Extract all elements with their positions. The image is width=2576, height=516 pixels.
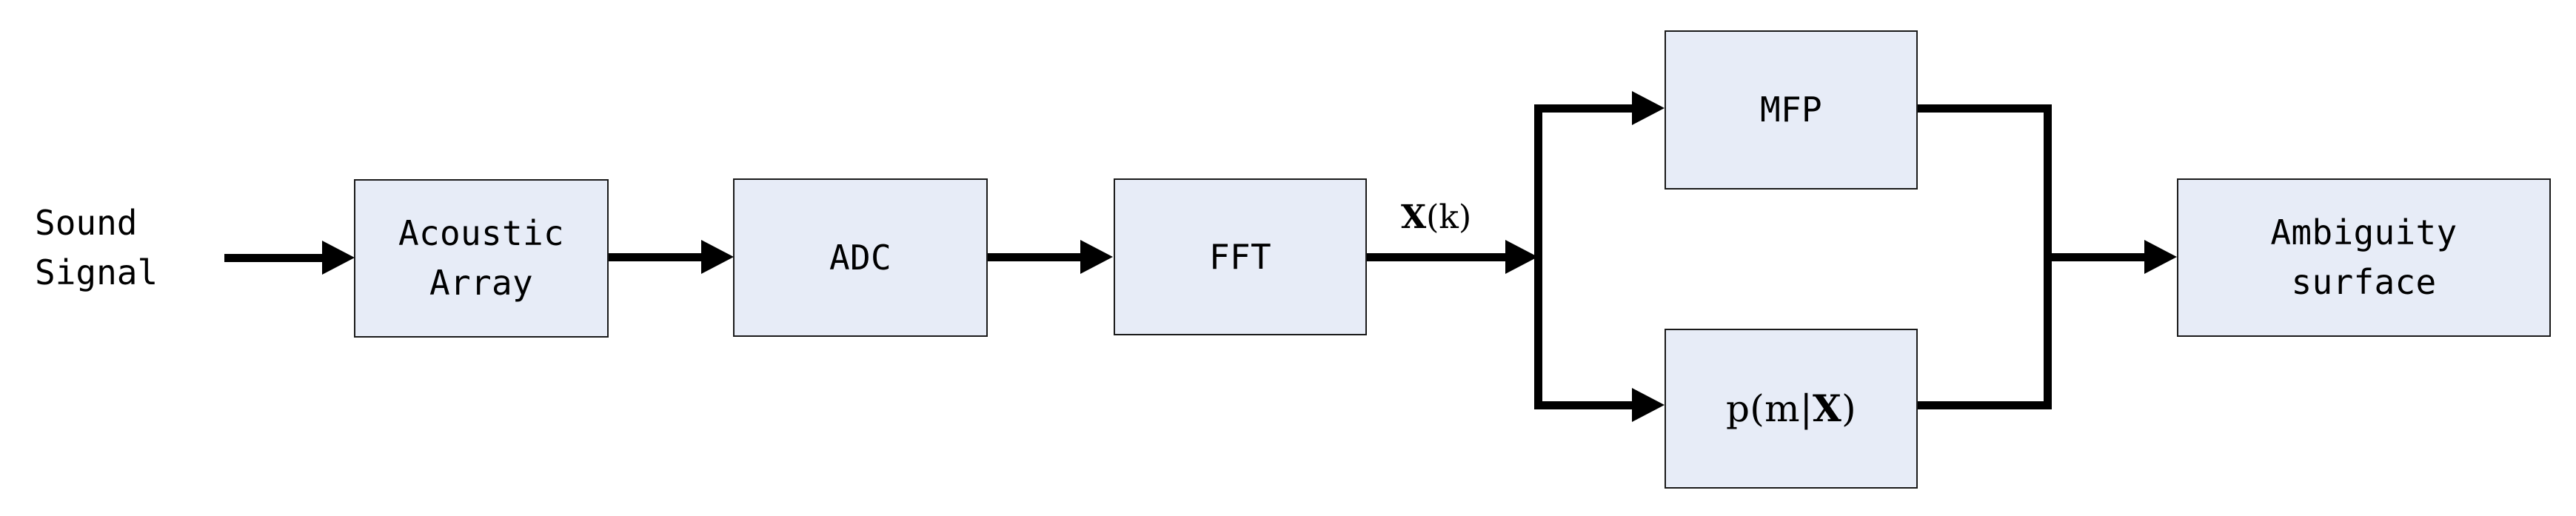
posterior-label-suffix: ) (1841, 386, 1856, 430)
connector-split-to-mfp (1534, 104, 1634, 113)
connector-fft-to-split (1367, 253, 1507, 261)
block-mfp-label: MFP (1759, 90, 1823, 130)
connector-split-bus (1534, 104, 1542, 409)
arrowhead-adc-to-fft (1080, 240, 1113, 274)
posterior-label-prefix: p(m| (1725, 386, 1813, 430)
block-adc-label: ADC (829, 237, 892, 278)
block-acoustic-array[interactable]: Acoustic Array (354, 179, 609, 338)
signal-label-vector: X (1401, 198, 1427, 236)
block-fft-label: FFT (1208, 236, 1272, 277)
block-adc[interactable]: ADC (733, 178, 988, 337)
posterior-label-vector: X (1813, 386, 1842, 430)
connector-acoustic-array-to-adc (609, 253, 703, 261)
signal-label-xk: X(k) (1401, 198, 1471, 236)
arrowhead-acoustic-array-to-adc (701, 240, 734, 274)
block-acoustic-array-label: Acoustic Array (398, 213, 565, 303)
block-posterior-probability-label: p(m|X) (1666, 382, 1916, 436)
arrowhead-fft-to-split (1505, 240, 1538, 274)
block-ambiguity-surface-label: Ambiguity surface (2270, 212, 2458, 302)
arrowhead-split-to-posterior (1632, 388, 1665, 422)
arrowhead-merge-to-ambiguity-surface (2144, 240, 2177, 274)
input-signal-label: Sound Signal (35, 203, 158, 292)
arrowhead-input-to-acoustic-array (322, 241, 355, 275)
block-posterior-probability[interactable]: p(m|X) (1665, 329, 1918, 489)
signal-label-index: (k) (1426, 198, 1472, 236)
block-fft[interactable]: FFT (1114, 178, 1367, 335)
connector-posterior-to-merge (1917, 401, 2052, 409)
block-mfp[interactable]: MFP (1665, 30, 1918, 190)
connector-mfp-to-merge (1917, 104, 2052, 113)
connector-split-to-posterior (1534, 401, 1634, 409)
block-ambiguity-surface[interactable]: Ambiguity surface (2177, 178, 2551, 337)
connector-input-to-acoustic-array (224, 254, 324, 262)
arrowhead-split-to-mfp (1632, 91, 1665, 125)
connector-adc-to-fft (988, 253, 1082, 261)
connector-merge-to-ambiguity-surface (2047, 253, 2146, 261)
